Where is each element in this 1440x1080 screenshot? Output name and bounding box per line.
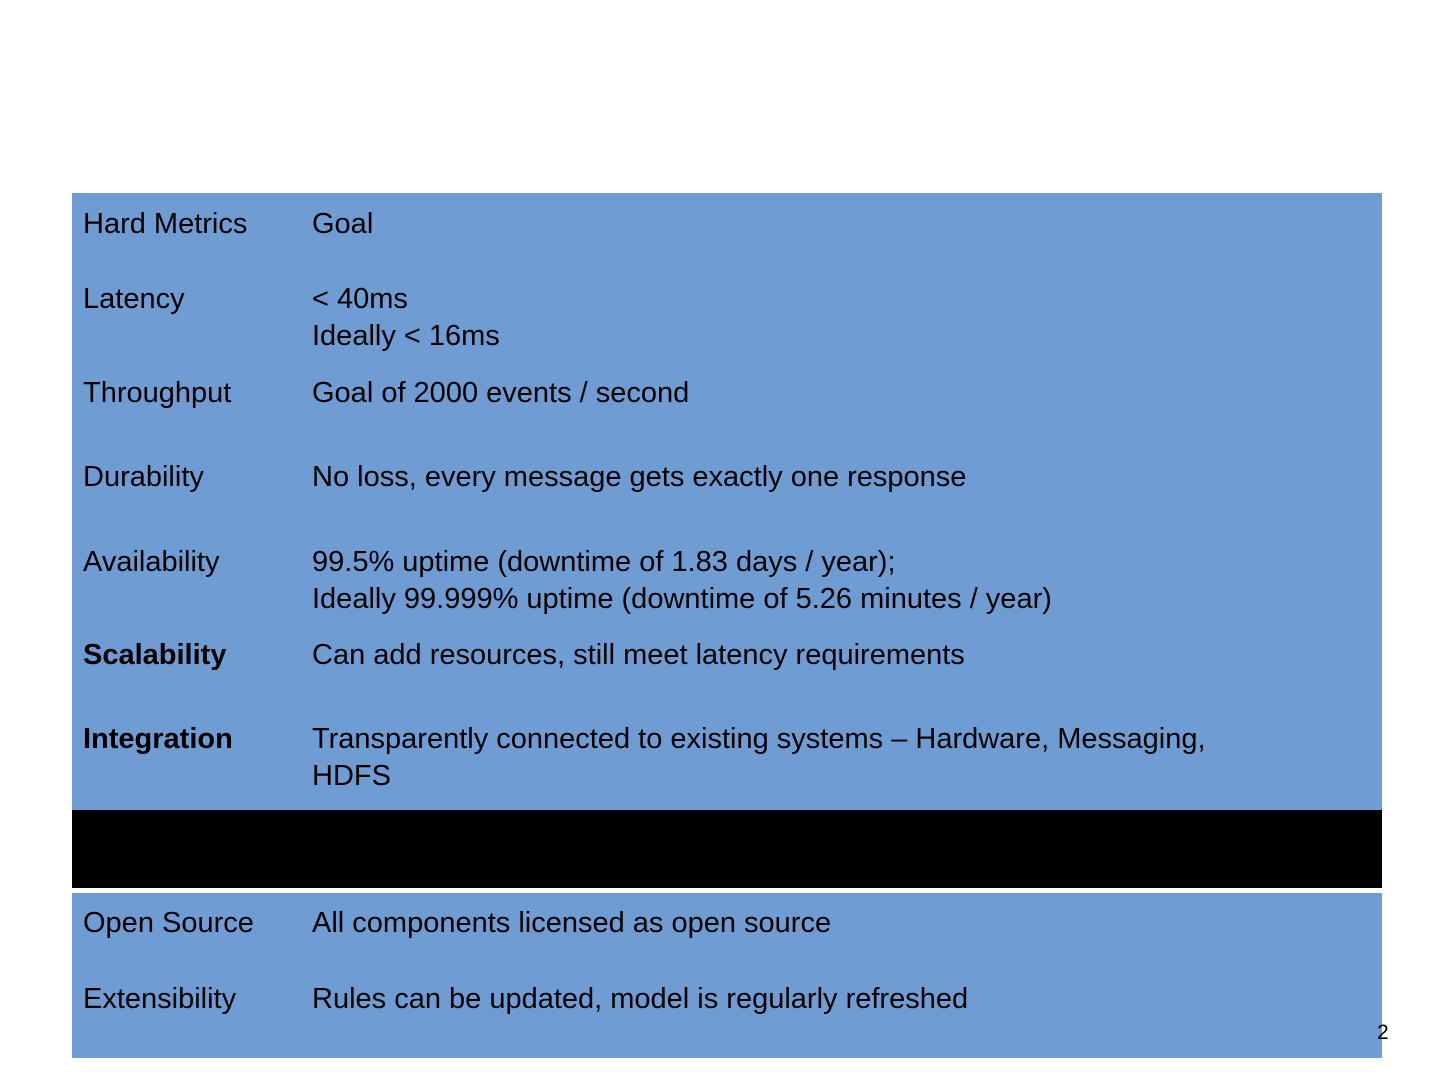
row-value-line: Goal of 2000 events / second	[312, 377, 690, 409]
slide-number: 2	[1377, 1021, 1389, 1044]
row-value-line: < 40ms	[312, 283, 408, 315]
table-row: Availability 99.5% uptime (downtime of 1…	[72, 540, 1382, 634]
row-value-line: No loss, every message gets exactly one …	[312, 461, 967, 493]
row-value-line: Transparently connected to existing syst…	[312, 723, 1206, 755]
row-label-extensibility: Extensibility	[83, 983, 237, 1015]
row-value-integration: Transparently connected to existing syst…	[312, 721, 1382, 795]
table-row: Durability No loss, every message gets e…	[72, 456, 1382, 540]
row-value-line: All components licensed as open source	[312, 907, 832, 939]
row-value-line: Ideally < 16ms	[312, 320, 500, 352]
table-row: Open Source All components licensed as o…	[72, 893, 1382, 978]
soft-metrics-table: Open Source All components licensed as o…	[72, 893, 1382, 1058]
row-value-line: Ideally 99.999% uptime (downtime of 5.26…	[312, 583, 1052, 615]
row-label-integration: Integration	[83, 723, 233, 755]
row-value-open-source: All components licensed as open source	[312, 905, 1382, 942]
row-value-line: Can add resources, still meet latency re…	[312, 639, 965, 671]
row-label-scalability: Scalability	[83, 639, 227, 671]
row-label-latency: Latency	[83, 283, 185, 315]
row-value-availability: 99.5% uptime (downtime of 1.83 days / ye…	[312, 544, 1382, 618]
row-label-throughput: Throughput	[83, 377, 232, 409]
black-separator-bar	[72, 810, 1382, 888]
row-value-scalability: Can add resources, still meet latency re…	[312, 637, 1382, 674]
table-header-row: Hard Metrics Goal	[72, 193, 1382, 277]
row-label-availability: Availability	[83, 546, 220, 578]
row-label-durability: Durability	[83, 461, 204, 493]
table-row: Integration Transparently connected to e…	[72, 718, 1382, 810]
row-label-open-source: Open Source	[83, 907, 254, 939]
row-value-line: Rules can be updated, model is regularly…	[312, 983, 969, 1015]
row-value-throughput: Goal of 2000 events / second	[312, 375, 1382, 412]
table-row: Extensibility Rules can be updated, mode…	[72, 978, 1382, 1058]
row-value-extensibility: Rules can be updated, model is regularly…	[312, 981, 1382, 1018]
table-row: Latency < 40ms Ideally < 16ms	[72, 277, 1382, 372]
table-header-metric-label: Hard Metrics	[83, 208, 248, 240]
row-value-line: 99.5% uptime (downtime of 1.83 days / ye…	[312, 546, 896, 578]
row-value-latency: < 40ms Ideally < 16ms	[312, 281, 1382, 355]
hard-metrics-table: Hard Metrics Goal Latency < 40ms Ideally…	[72, 193, 1382, 810]
table-row: Scalability Can add resources, still mee…	[72, 634, 1382, 718]
row-value-line: HDFS	[312, 760, 391, 792]
table-row: Throughput Goal of 2000 events / second	[72, 372, 1382, 456]
row-value-durability: No loss, every message gets exactly one …	[312, 459, 1382, 496]
table-header-goal-label: Goal	[312, 208, 374, 240]
